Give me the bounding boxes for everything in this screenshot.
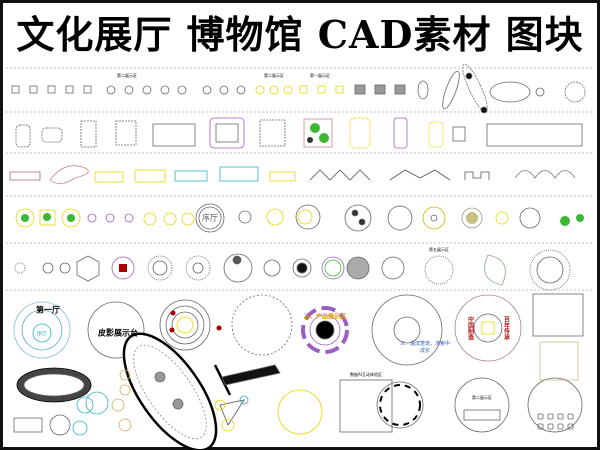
poster-title: 文化展厅 博物馆 CAD素材 图块 [16, 12, 584, 57]
row3-blocks [9, 165, 576, 184]
label-zone2a: 第二展示区 [117, 73, 137, 78]
label-zone5: 第五展示区 [429, 247, 449, 252]
label-zone2: 第二展示区 [472, 395, 492, 400]
label-shadow-play: 皮影展示台 [98, 328, 138, 338]
row5-blocks [14, 249, 571, 291]
label-hall1: 第一厅 [36, 305, 60, 315]
label-product-zone: 三、产品展示区 [303, 313, 347, 321]
label-lake: 三、湖滨葱茏，求索中成长 [400, 341, 451, 354]
bottom-blocks [13, 293, 584, 450]
row2-blocks [15, 117, 583, 149]
label-made-in-china: 中国制造 [466, 316, 474, 340]
label-preface: 序厅 [202, 213, 218, 223]
label-zone2b: 第二展示区 [264, 73, 284, 78]
label-century: 百年传承 [502, 316, 510, 340]
row4-blocks [15, 203, 584, 233]
label-zone1: 第一展示区 [310, 73, 330, 78]
row1-blocks [11, 63, 586, 114]
row-dividers [6, 67, 594, 291]
label-hall1-inner: 序厅 [36, 331, 48, 338]
label-ai-zone: 数据AI互动体验区 [350, 372, 382, 377]
